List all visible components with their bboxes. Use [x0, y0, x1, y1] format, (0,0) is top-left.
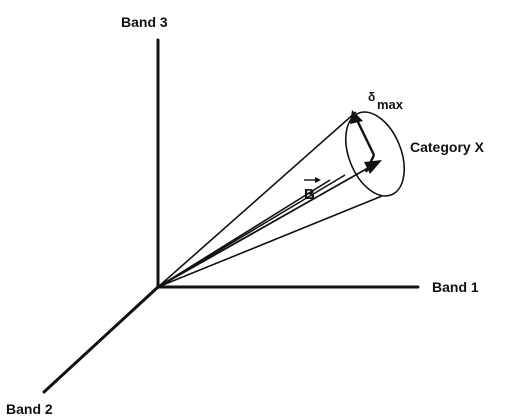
delta-symbol: δ [368, 90, 375, 104]
cone-base-ellipse [344, 111, 406, 197]
delta-max-radius-arrow [350, 110, 376, 173]
band3-label: Band 3 [121, 14, 168, 30]
band1-label: Band 1 [432, 279, 479, 295]
band2-axis [42, 285, 160, 394]
band2-label: Band 2 [6, 401, 53, 417]
vector-b-letter: B [304, 186, 315, 203]
category-x-label: Category X [410, 139, 485, 155]
cone-upper-edge [157, 111, 357, 288]
vector-b-label: B [304, 177, 321, 203]
vector-b-arrow [157, 160, 382, 288]
cone-lower-edge [157, 195, 383, 288]
delta-max-subscript: max [377, 97, 404, 112]
cone [157, 111, 406, 288]
